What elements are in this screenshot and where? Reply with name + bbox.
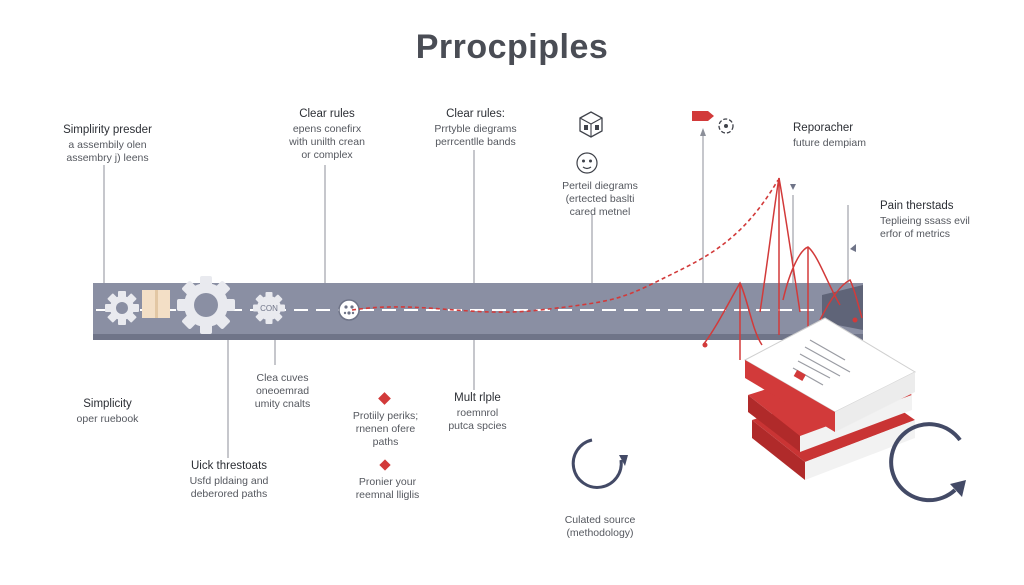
face-icon [576,152,598,174]
network-node-icon [338,299,360,321]
connector-lines [103,132,849,458]
label-pronier: Pronier your reemnal lliglis [355,476,420,501]
label-clear-curves: Clea cuves oneoemrad umity cnalts [254,372,311,410]
red-peaks [702,177,863,360]
label-priority-perks: Protiily periks; rnenen ofere paths [352,410,419,448]
small-gear-icon [105,291,139,325]
labeled-gear-icon: CON [253,292,285,324]
large-cycle-icon [889,422,966,503]
label-multiple: Mult rlple roemnrol putca spcies [448,392,507,432]
label-simplicity: Simplicity oper ruebook [76,398,139,425]
label-partial-diagrams: Perteil diegrams (ertected baslti cared … [562,180,638,218]
label-curated-source: Culated source (methodology) [564,514,636,539]
books-icon [743,317,917,480]
gear-text: CON [260,304,278,313]
large-gear-icon [177,276,235,334]
page-title: Prrocpiples [415,28,609,66]
flag-icon [692,111,714,121]
cycle-arrow-icon [571,438,628,489]
label-clear-rules-2: Clear rules: Prrtyble diegrams perrcentl… [434,108,517,148]
settings-icon [718,118,734,134]
trend-dashed-line [351,179,779,313]
label-pain-thresholds: Pain therstads Teplieing ssass evil erfo… [880,200,970,240]
diamond-marker [378,392,391,405]
label-simplicity-presider: Simplirity presder a assembily olen asse… [63,124,152,164]
cube-icon [579,111,603,138]
label-clear-rules-1: Clear rules epens conefirx with unilth c… [289,108,365,161]
label-reporacher: Reporacher future dempiam [793,122,866,149]
box-icon [142,290,170,318]
diamond-marker [379,459,391,471]
label-uick-thresholds: Uick threstoats Usfd pldaing and deberor… [189,460,269,500]
